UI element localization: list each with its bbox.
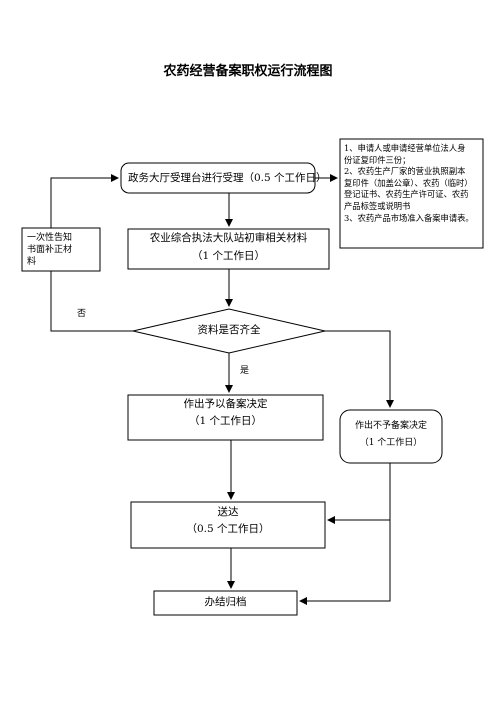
deliver-text: 送达	[217, 506, 239, 518]
edge-label-no: 否	[77, 309, 87, 319]
check-text: 资料是否齐全	[197, 324, 261, 336]
approve-duration: （1 个工作日）	[188, 414, 263, 427]
notify-box	[21, 227, 101, 272]
edge-check-reject	[325, 330, 394, 408]
deliver-duration: （0.5 个工作日）	[186, 522, 270, 535]
notify-line: 书面补正材	[27, 245, 73, 255]
approve-box	[127, 394, 324, 441]
materials-line: 产品标签或说明书	[344, 200, 411, 211]
materials-box	[339, 138, 484, 249]
accept-label: 政务大厅受理台进行受理（0.5 个工作日）	[128, 172, 327, 185]
review-text: 农业综合执法大队站初审相关材料	[149, 232, 308, 244]
approve-label: 作出予以备案决定 （1 个工作日）	[128, 398, 323, 427]
reject-box	[339, 409, 443, 464]
reject-text: 作出不予备案决定	[354, 421, 427, 431]
accept-duration: （0.5 个工作日）	[243, 172, 327, 184]
materials-line: 登记证书、农药生产许可证、农药	[344, 189, 469, 200]
edge-label-yes: 是	[240, 366, 250, 376]
check-label: 资料是否齐全	[133, 324, 325, 337]
edge-check-notify	[50, 271, 133, 332]
deliver-box	[130, 501, 326, 549]
archive-box	[153, 590, 298, 616]
notify-line: 料	[27, 257, 37, 267]
archive-text: 办结归档	[204, 596, 247, 608]
approve-text: 作出予以备案决定	[183, 398, 268, 410]
accept-text: 政务大厅受理台进行受理	[128, 172, 244, 184]
notify-label: 一次性告知 书面补正材 料	[27, 232, 72, 268]
edge-reject-archive	[299, 520, 391, 605]
notify-line: 一次性告知	[27, 233, 73, 243]
archive-label: 办结归档	[154, 596, 297, 609]
edge-notify-accept	[50, 174, 119, 228]
materials-list: 1、申请人或申请经营单位法人身 份证复印件三份； 2、农药生产厂家的营业执照副本…	[344, 143, 484, 224]
reject-label: 作出不予备案决定 （1 个工作日）	[340, 421, 442, 449]
materials-line: 3、农药产品市场准入备案申请表。	[344, 212, 474, 223]
materials-line: 2、农药生产厂家的营业执照副本	[344, 166, 466, 177]
edge-reject-deliver	[327, 463, 391, 524]
materials-line: 1、申请人或申请经营单位法人身	[344, 143, 466, 153]
deliver-label: 送达 （0.5 个工作日）	[131, 506, 325, 535]
materials-line: 份证复印件三份；	[344, 154, 411, 165]
materials-line: 复印件（加盖公章）、农药（临时）	[344, 177, 473, 188]
reject-duration: （1 个工作日）	[359, 437, 423, 448]
review-label: 农业综合执法大队站初审相关材料 （1 个工作日）	[128, 232, 329, 262]
page-title: 农药经营备案职权运行流程图	[163, 64, 333, 79]
review-duration: （1 个工作日）	[191, 249, 266, 262]
